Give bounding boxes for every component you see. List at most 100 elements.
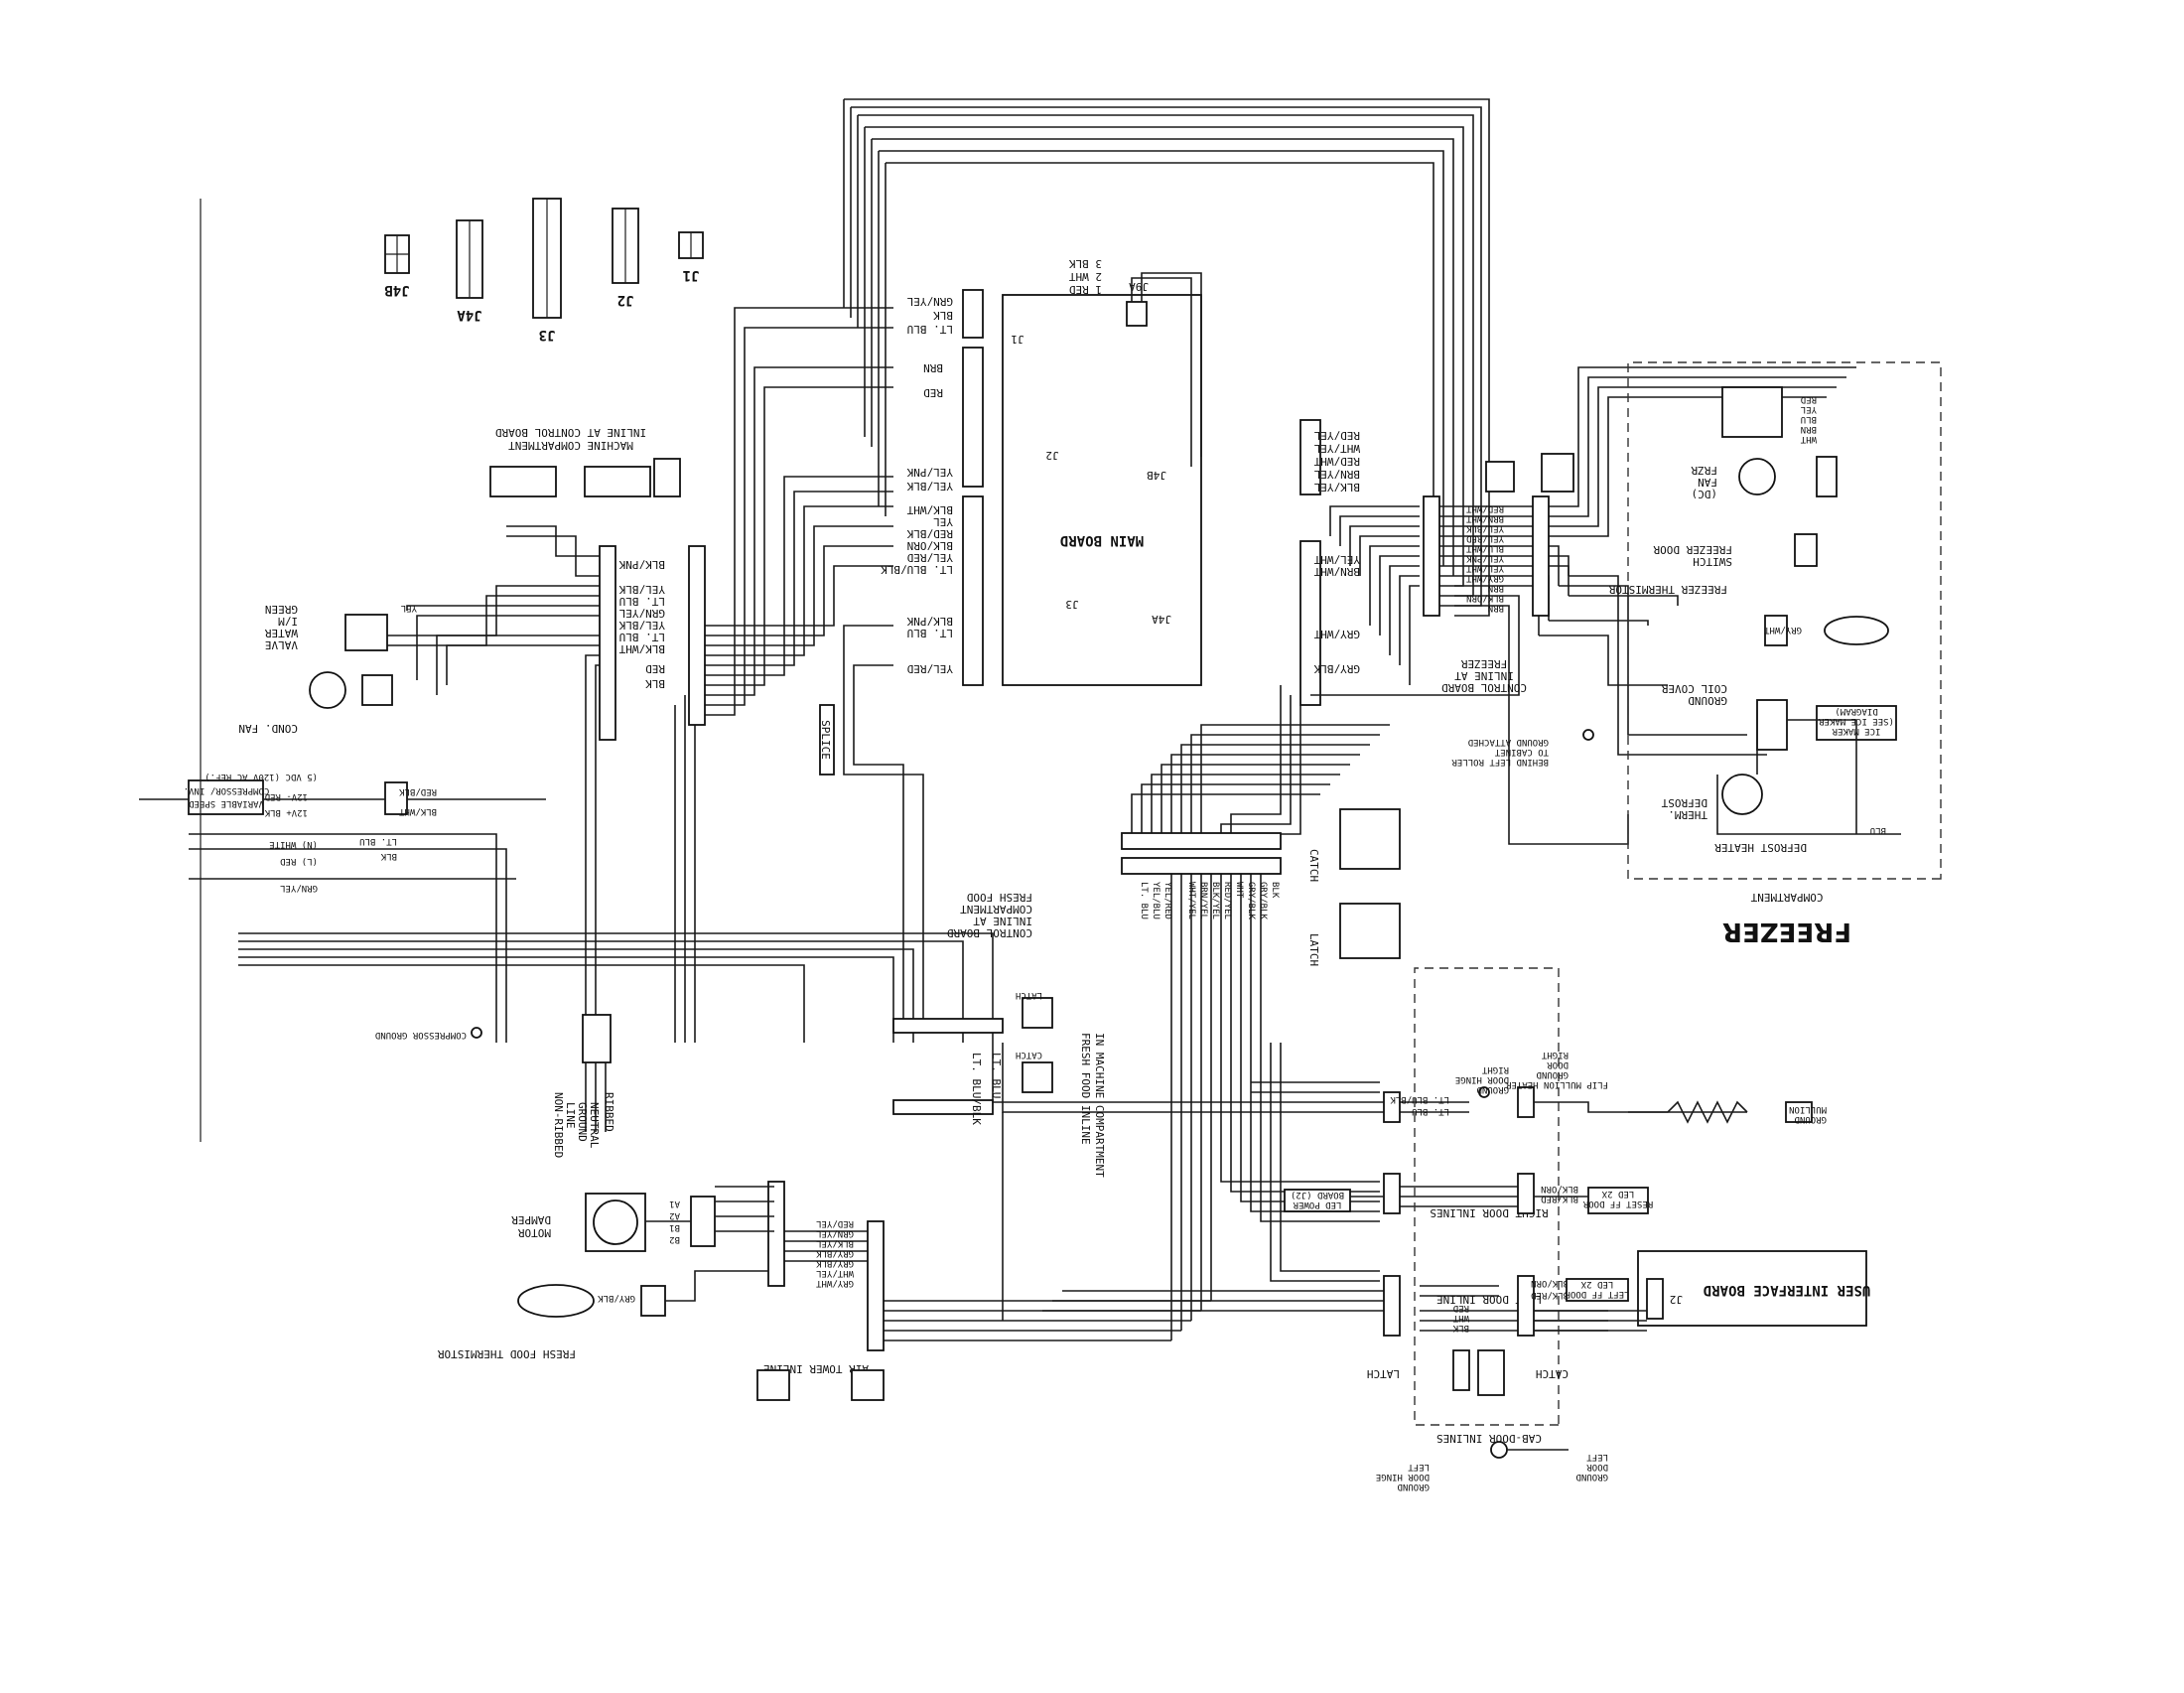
damper-motor-icon (593, 1199, 638, 1245)
compressor-ground-wire: GRN/YEL (280, 883, 318, 893)
right-hinge-l2: DOOR HINGE (1455, 1074, 1509, 1084)
reset-led-l2: LED 2X (1601, 1189, 1634, 1199)
led-connector-b (1517, 1173, 1535, 1214)
door-switch-l2: SWITCH (1693, 555, 1732, 568)
key-j1-label: J1 (683, 267, 700, 283)
mff-inline-bottom (892, 1099, 994, 1115)
left-hinge-l3: GROUND (1397, 1481, 1430, 1491)
damper-w4: B2 (669, 1234, 680, 1244)
left-door-w2: WHT (1452, 1313, 1469, 1323)
defrost-therm-icon (1721, 774, 1763, 815)
coil-cover-l2: GROUND (1688, 694, 1727, 707)
frzr-fan-icon (1738, 458, 1776, 495)
compressor-wire-2: 12V+ BLK (264, 807, 308, 817)
door-switch-l1: FREEZER DOOR (1653, 543, 1732, 556)
freezer-inline-w4: YEL/RED (1466, 533, 1504, 543)
fan-wire-4: BRN (1801, 424, 1817, 434)
mff-catch-label: CATCH (1016, 1050, 1042, 1059)
ui-board-label: USER INTERFACE BOARD (1704, 1282, 1871, 1298)
ff-inline-w9: GRY/BLK (1246, 882, 1256, 920)
machine-inline-wire-6: LT. BLU (619, 631, 665, 643)
j2-wire-brn: BRN (923, 361, 943, 374)
air-tower-w5: GRY/BLK (815, 1258, 854, 1268)
left-hinge-l2: DOOR HINGE (1376, 1472, 1430, 1481)
j1-wire-1: GRN/YEL (906, 295, 953, 308)
j3-wire-6: LT. BLU/BLK (881, 563, 953, 576)
left-ff-led-l2: LED 2X (1580, 1279, 1613, 1289)
freezer-title: FREEZER (1722, 917, 1851, 946)
left-door-w3: BLK (1452, 1323, 1469, 1333)
compressor-wire-6: BLK (380, 851, 397, 861)
left-door-w5: BLK/RED (1531, 1290, 1569, 1300)
water-valve-symbol (344, 614, 388, 651)
ff-inline-w3: YEL/RED (1162, 882, 1172, 919)
mff-wire-2: LT. BLU/BLK (970, 1053, 983, 1125)
door-switch-symbol (1794, 533, 1818, 567)
mff-latch-plug (1022, 997, 1053, 1029)
reset-led-box (1587, 1187, 1649, 1214)
cab-latch-label: LATCH (1367, 1367, 1400, 1380)
air-tower-w7: GRY/WHT (815, 1278, 854, 1288)
ff-inline-top (1121, 857, 1282, 875)
led-power-l1: LED POWER (1293, 1199, 1341, 1209)
freezer-subtitle: COMPARTMENT (1750, 891, 1823, 904)
air-tower-w2: GRN/YEL (816, 1228, 854, 1238)
machine-inline-wire-8: RED (645, 662, 665, 675)
freezer-thermistor-bulb (1824, 616, 1889, 645)
water-valve-l2: I/M (278, 615, 298, 628)
j3-wire-8: LT. BLU (907, 627, 953, 639)
j4b-wire-3: RED/WHT (1313, 455, 1360, 468)
j9a-pin-3: 3 BLK (1069, 257, 1102, 270)
ff-inline-w11: BLK (1270, 882, 1280, 899)
machine-ff-inline: FRESH FOOD INLINE IN MACHINE COMPARTMENT… (892, 990, 1106, 1178)
freezer-thermistor-label: FREEZER THERMISTOR (1608, 583, 1727, 596)
main-board-title: MAIN BOARD (1060, 532, 1144, 548)
cab-door-inlines: CAB-DOOR INLINES LATCH CATCH LEFT DOOR H… (1367, 1349, 1608, 1491)
cab-catch-label: CATCH (1536, 1367, 1569, 1380)
ff-inline-w7: RED/YEL (1222, 882, 1232, 919)
j9a-label: J9A (1129, 280, 1149, 293)
j4b-wire-2: WHT/YEL (1313, 442, 1360, 455)
j4a-connector (1299, 540, 1321, 706)
rotated-schematic: J4B J4A J3 J2 J1 MAIN BOARD J9A 1 RED 2 … (139, 98, 1942, 1491)
freezer-thermistor-plug (1764, 615, 1788, 646)
cord-line: LINE (564, 1102, 577, 1129)
j3-wire-5: YEL/RED (907, 551, 953, 564)
power-cord-plug (582, 1014, 612, 1063)
latch-connector (1339, 903, 1401, 959)
ground-roller-l3: BEHIND LEFT ROLLER (1451, 757, 1549, 767)
compressor-l1: VARIABLE SPEED (189, 798, 264, 808)
frzr-fan-l3: (DC) (1692, 488, 1718, 500)
harness-wires (238, 98, 1856, 1341)
damper-l2: MOTOR (518, 1226, 551, 1239)
cond-fan-connector (361, 674, 393, 706)
freezer-inline-1: FREEZER (1460, 657, 1507, 670)
ui-board-box (1637, 1250, 1867, 1327)
machine-inline-connector-b (599, 545, 616, 741)
frzr-fan-l1: FRZR (1691, 464, 1717, 477)
left-ff-led-box (1566, 1278, 1629, 1302)
ground-roller-l1: GROUND ATTACHED (1468, 737, 1549, 747)
left-components: GREEN I/M WATER VALVE YEL COND. FAN VARI… (139, 199, 615, 1158)
j9a-connector (1126, 301, 1148, 327)
j4a-wire-1: YEL/WHT (1313, 553, 1360, 566)
frzr-fan-l2: FAN (1698, 476, 1717, 489)
coil-cover-l1: COIL COVER (1661, 682, 1727, 695)
water-valve-l3: WATER (265, 627, 298, 639)
ui-board-j2 (1646, 1278, 1664, 1320)
compressor-wire-5: LT. BLU (359, 836, 397, 846)
frzr-fan-plug (1721, 386, 1783, 438)
j2-wire-yelpnk: YEL/PNK (906, 466, 953, 479)
led-power-box (1284, 1189, 1351, 1212)
compressor-ground-screw (471, 1027, 482, 1039)
ground-roller-l2: TO CABINET (1494, 747, 1549, 757)
j9a-pin-1: 1 RED (1069, 283, 1102, 296)
freezer-inline-w2: BRN/WHT (1465, 513, 1504, 523)
ground-roller-screw (1582, 729, 1594, 741)
cab-latch-connector (1452, 1349, 1470, 1391)
defrost-heater-wire: BLU (1870, 825, 1886, 835)
freezer-inline-w1: RED/WHT (1465, 503, 1504, 513)
ff-thermistor-bulb (517, 1284, 595, 1318)
machine-inline-connector-a (688, 545, 706, 726)
led-wire-1: BLK/ORN (1541, 1184, 1578, 1194)
